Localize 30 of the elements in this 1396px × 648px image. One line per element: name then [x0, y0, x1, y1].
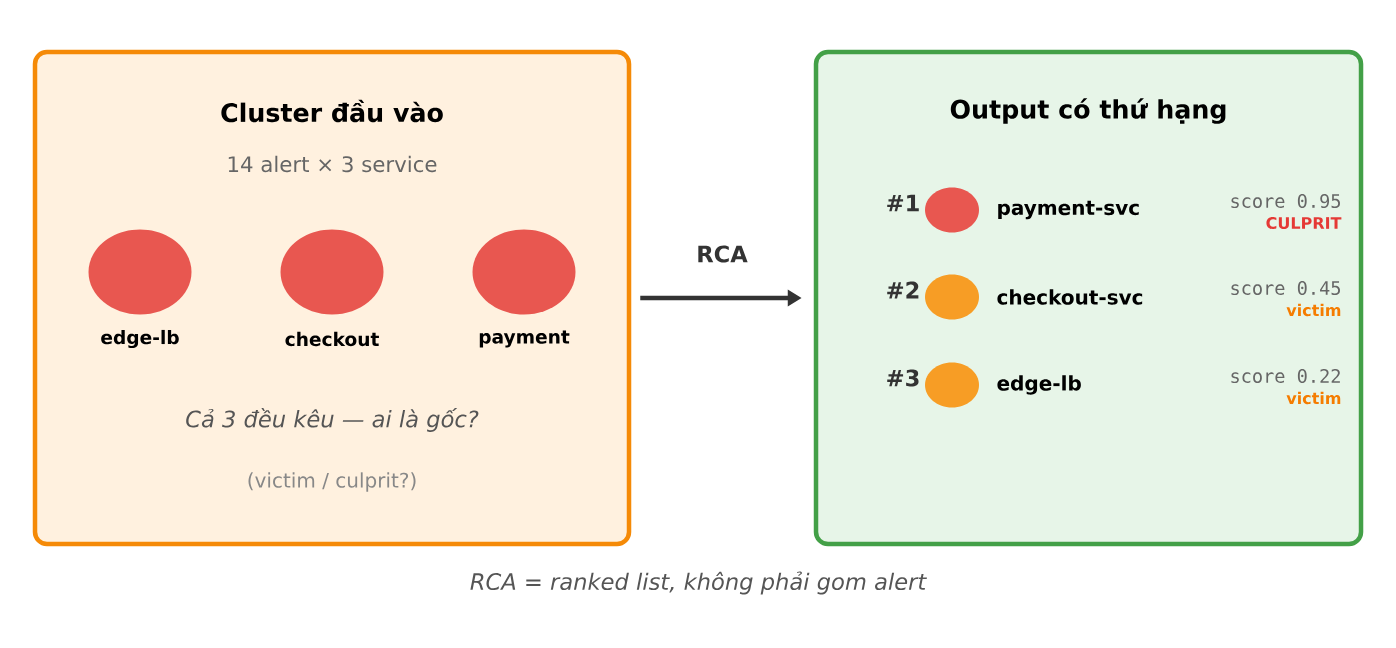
- panel-title: Output có thứ hạng: [950, 98, 1226, 124]
- score-text: score 0.22: [1231, 368, 1340, 384]
- rank-number: #2: [887, 281, 919, 299]
- score-text: score 0.45: [1231, 280, 1340, 296]
- service-circle: [88, 229, 192, 315]
- subtitle: Cả 3 đều kêu — ai là gốc?: [186, 408, 479, 432]
- edge-label: RCA: [698, 245, 748, 263]
- panel: [813, 49, 1364, 547]
- service-name: payment-svc: [998, 200, 1139, 220]
- rank-number: #1: [887, 194, 919, 212]
- rank-number: #3: [887, 369, 919, 387]
- panel-title: Cluster đầu vào: [221, 99, 443, 123]
- panel: [32, 49, 632, 547]
- status-dot: [925, 362, 979, 408]
- status-tag: CULPRIT: [1266, 216, 1342, 230]
- service-name: edge-lb: [101, 329, 179, 349]
- service-name: edge-lb: [997, 375, 1081, 395]
- service-circle: [472, 229, 576, 315]
- subtitle: 14 alert × 3 service: [228, 155, 437, 173]
- service-name: checkout-svc: [997, 289, 1143, 305]
- score-text: score 0.95: [1231, 193, 1340, 209]
- status-dot: [925, 274, 979, 320]
- service-name: payment: [479, 330, 570, 348]
- status-dot: [925, 187, 979, 233]
- service-name: checkout: [285, 331, 379, 347]
- caption: RCA = ranked list, không phải gom alert: [470, 571, 927, 595]
- service-circle: [280, 229, 384, 315]
- status-tag: victim: [1286, 303, 1341, 317]
- status-tag: victim: [1286, 391, 1341, 405]
- subtitle: (victim / culprit?): [248, 472, 416, 492]
